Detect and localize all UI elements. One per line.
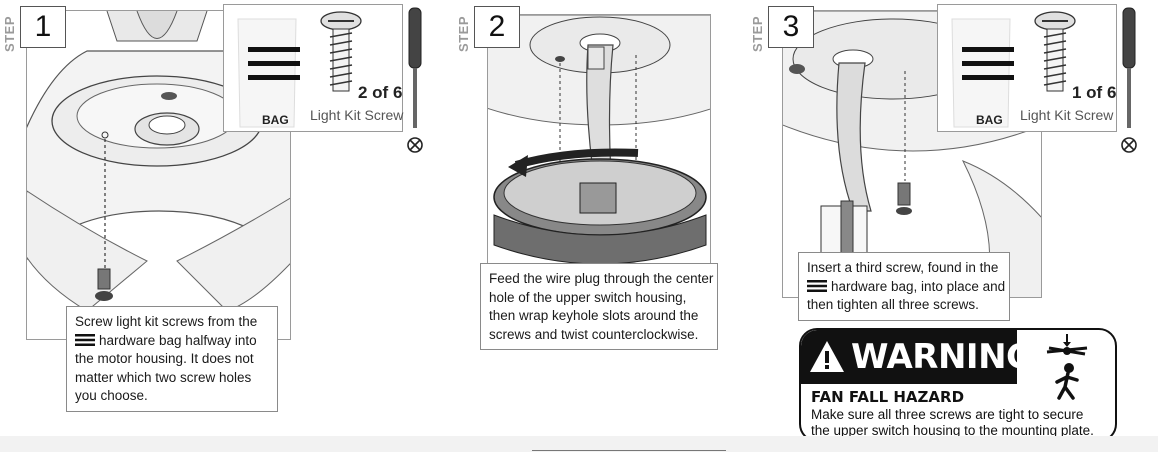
instruction-line: Insert a third screw, found in the	[807, 260, 999, 275]
hardware-bag-icon	[951, 18, 1014, 128]
step-number: 2	[474, 6, 520, 48]
hazard-text: Make sure all three screws are tight to …	[811, 407, 1094, 439]
hardware-count: 2 of 6	[358, 83, 403, 102]
instruction-line: then tighten all three screws.	[807, 297, 979, 312]
step-2-instruction: Feed the wire plug through the center ho…	[480, 263, 718, 350]
footer-divider	[532, 450, 726, 451]
screw-icon	[320, 11, 362, 92]
screwdriver-icon	[1121, 7, 1137, 153]
instruction-line: hardware bag, into place and	[831, 278, 1006, 294]
step-2-illustration	[487, 14, 711, 264]
step-label: STEP	[2, 16, 17, 52]
step-number: 3	[768, 6, 814, 48]
instruction-line: hardware bag halfway into	[99, 332, 257, 348]
step-2-panel: STEP 2 Feed the wire plug through the ce…	[454, 0, 724, 436]
falling-fan-icon	[1046, 334, 1088, 400]
step-label: STEP	[456, 16, 471, 52]
hardware-name: Light Kit Screw	[310, 107, 404, 123]
warning-banner: WARNING	[801, 330, 1034, 384]
bag-label: BAG	[262, 113, 289, 127]
hazard-line: the upper switch housing to the mounting…	[811, 423, 1094, 438]
hardware-count: 1 of 6	[1072, 83, 1117, 102]
screwdriver-icon	[407, 7, 423, 153]
step-3-panel: STEP 3 BAG 1 of 6 Light Kit Screw	[748, 0, 1158, 436]
warning-box: WARNING FAN FALL HAZARD Make sure all th…	[799, 328, 1117, 442]
bag-label: BAG	[976, 113, 1003, 127]
step-3-instruction: Insert a third screw, found in the hardw…	[798, 252, 1010, 321]
step-3-hardware-box: BAG 1 of 6 Light Kit Screw	[937, 4, 1117, 132]
step-1-hardware-box: BAG 2 of 6 Light Kit Screw	[223, 4, 403, 132]
rotation-arrow-icon	[514, 148, 639, 169]
step-1-panel: STEP 1 BAG 2 of 6 Light Kit Screw	[0, 0, 423, 436]
switch-housing-drawing	[488, 15, 710, 263]
footer-bar	[0, 436, 1158, 452]
step-number: 1	[20, 6, 66, 48]
warning-title: WARNING	[851, 337, 1034, 377]
instruction-line: then wrap keyhole slots around the	[489, 308, 699, 323]
instruction-line: matter which two screw holes	[75, 369, 252, 385]
instruction-line: you choose.	[75, 388, 148, 403]
instruction-line: Screw light kit screws from the	[75, 314, 258, 329]
hardware-bag-icon	[807, 279, 827, 292]
step-1-instruction: Screw light kit screws from the hardware…	[66, 306, 278, 412]
step-label: STEP	[750, 16, 765, 52]
hardware-name: Light Kit Screw	[1020, 107, 1114, 123]
instruction-line: the motor housing. It does not	[75, 351, 254, 366]
hazard-title: FAN FALL HAZARD	[811, 388, 965, 406]
instruction-line: screws and twist counterclockwise.	[489, 326, 699, 342]
instruction-line: hole of the upper switch housing,	[489, 289, 687, 305]
instruction-line: Feed the wire plug through the center	[489, 271, 714, 286]
warning-triangle-icon	[810, 341, 844, 372]
hardware-bag-icon	[75, 333, 95, 346]
screw-icon	[1034, 11, 1076, 92]
hazard-line: Make sure all three screws are tight to …	[811, 407, 1084, 422]
hardware-bag-icon	[237, 18, 300, 128]
